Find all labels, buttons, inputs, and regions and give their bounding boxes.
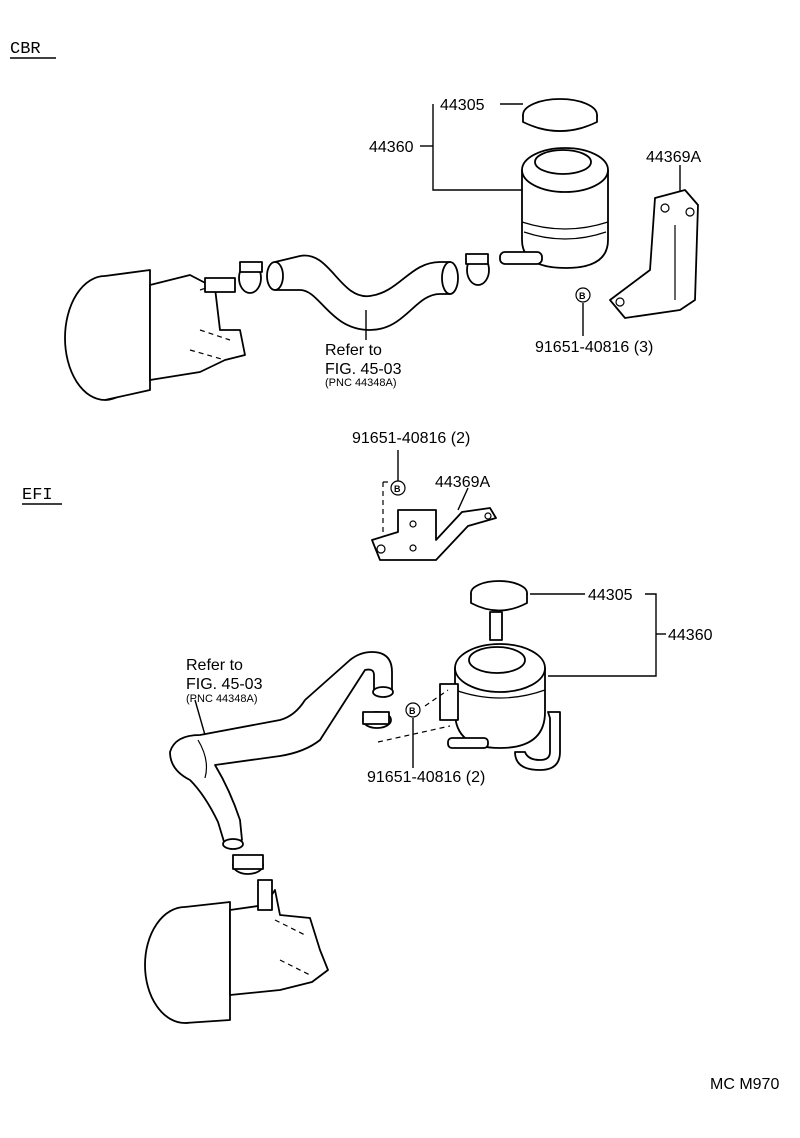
efi-bolt-bottom-label: 91651-40816 (2): [367, 769, 485, 786]
efi-bracket-label: 44369A: [435, 474, 490, 491]
section-label-cbr: CBR: [10, 40, 41, 59]
efi-refer-line3: (PNC 44348A): [186, 693, 258, 705]
efi-bolt-top-label: 91651-40816 (2): [352, 430, 470, 447]
figure-code: MC M970: [710, 1076, 779, 1093]
cbr-return-hose: [266, 254, 459, 331]
efi-reservoir: [439, 643, 561, 771]
cbr-refer-line3: (PNC 44348A): [325, 377, 397, 389]
cbr-reservoir-label: 44360: [369, 139, 414, 156]
efi-reservoir-leader: [548, 593, 657, 677]
cbr-refer-line2: FIG. 45-03: [325, 361, 402, 378]
efi-hose-clamp-lower: [232, 854, 264, 875]
svg-text:B: B: [579, 291, 586, 301]
cbr-bolt-marker: B: [575, 287, 591, 303]
efi-return-hose: [169, 651, 394, 850]
efi-bracket: [371, 507, 497, 561]
efi-hose-clamp-upper: [362, 711, 392, 729]
efi-pump: [144, 879, 329, 1024]
efi-bracket-leader: [457, 487, 469, 511]
cbr-pump: [64, 269, 246, 401]
efi-cap-label: 44305: [588, 587, 633, 604]
svg-text:B: B: [394, 484, 401, 494]
cbr-reservoir-leader: [432, 104, 522, 191]
efi-bolt-bottom-dashed: [377, 689, 451, 743]
efi-reservoir-cap: [470, 580, 528, 641]
section-label-efi: EFI: [22, 486, 53, 505]
efi-bolt-bottom-marker: B: [405, 702, 421, 718]
cbr-hose-clamp-right: [465, 253, 490, 286]
cbr-hose-clamp-left: [238, 261, 263, 294]
cbr-refer-line1: Refer to: [325, 342, 382, 359]
efi-hose-leader: [194, 699, 206, 736]
efi-bolt-top-marker: B: [390, 480, 406, 496]
cbr-bracket: [609, 189, 699, 319]
cbr-reservoir-cap: [522, 98, 598, 132]
cbr-bracket-label: 44369A: [646, 149, 701, 166]
efi-refer-line2: FIG. 45-03: [186, 676, 263, 693]
cbr-bolt-label: 91651-40816 (3): [535, 339, 653, 356]
efi-refer-line1: Refer to: [186, 657, 243, 674]
cbr-reservoir: [499, 147, 609, 269]
efi-reservoir-label: 44360: [668, 627, 713, 644]
cbr-cap-label: 44305: [440, 97, 485, 114]
svg-text:B: B: [409, 706, 416, 716]
